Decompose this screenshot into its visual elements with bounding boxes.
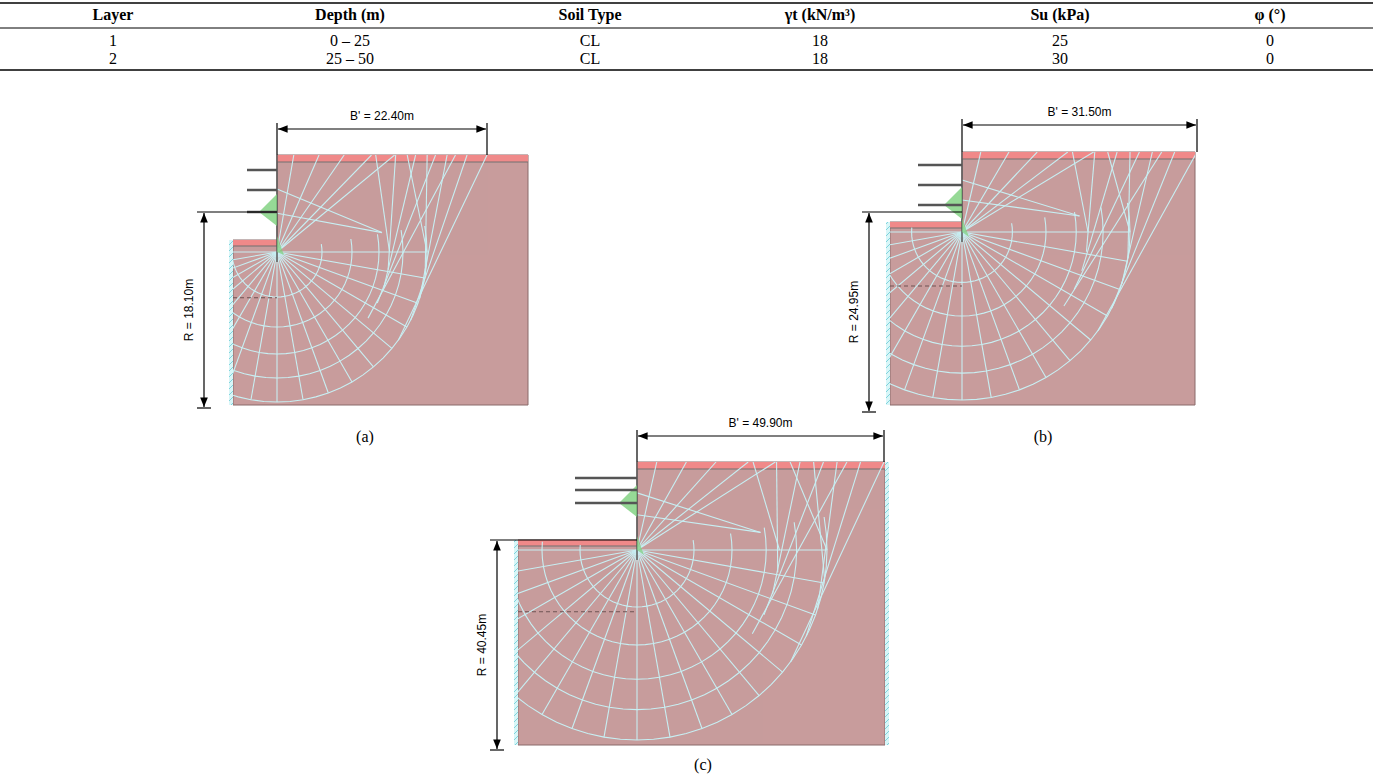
surface-strip	[277, 155, 528, 162]
table-cell: 1	[109, 32, 117, 50]
table-cell: 18	[812, 50, 828, 68]
pressure-diagram	[277, 236, 284, 255]
failure-mechanism	[447, 462, 884, 740]
table-cell: 30	[1052, 50, 1068, 68]
dimension-line	[862, 119, 1197, 412]
table-header: Depth (m)	[315, 6, 385, 24]
strut	[918, 164, 962, 167]
excavation-panel	[794, 119, 1197, 412]
table-cell: CL	[580, 50, 600, 68]
table-header: γt (kN/m³)	[785, 6, 856, 24]
fixed-boundary	[886, 222, 890, 405]
table-cell: 0	[1266, 32, 1274, 50]
table-header: Su (kPa)	[1030, 6, 1089, 24]
dimension-label: B' = 31.50m	[1046, 106, 1114, 120]
fixed-boundary	[229, 240, 233, 405]
fixed-boundary	[885, 462, 889, 745]
dimension-line	[197, 123, 487, 408]
fixed-boundary	[514, 540, 518, 745]
strut	[918, 184, 962, 187]
panel-caption: (b)	[1034, 428, 1053, 446]
dimension-line	[490, 430, 884, 750]
strut	[918, 204, 962, 207]
dimension-label: B' = 22.40m	[348, 110, 416, 124]
table-cell: 18	[812, 32, 828, 50]
soil-body	[233, 155, 528, 405]
dimension-label: B' = 49.90m	[727, 417, 795, 431]
excavation-strip	[890, 222, 962, 228]
strut	[247, 189, 277, 192]
dimension-label: R = 18.10m	[183, 277, 197, 343]
table-cell: 25	[1052, 32, 1068, 50]
dimension-label: R = 40.45m	[476, 612, 490, 678]
strut	[247, 169, 277, 172]
table-cell: 25 – 50	[326, 50, 374, 68]
failure-mechanism	[127, 155, 487, 402]
table-cell: 2	[109, 50, 117, 68]
table-header: φ (°)	[1254, 6, 1285, 24]
table-header: Layer	[93, 6, 134, 24]
table-cell: 0	[1266, 50, 1274, 68]
pressure-diagram	[962, 218, 969, 237]
excavation-strip	[518, 540, 637, 546]
dimension-label: R = 24.95m	[848, 279, 862, 345]
panel-caption: (a)	[356, 428, 374, 446]
strut	[575, 489, 637, 492]
table-cell: 0 – 25	[330, 32, 370, 50]
strut	[575, 477, 637, 480]
table-header: Soil Type	[559, 6, 622, 24]
pressure-diagram	[944, 187, 962, 219]
table-cell: CL	[580, 32, 600, 50]
excavation-strip	[233, 240, 277, 246]
table-rules	[0, 3, 1373, 70]
pressure-diagram	[637, 536, 644, 555]
strut	[575, 502, 637, 505]
pressure-diagram	[259, 194, 277, 226]
failure-mechanism	[794, 152, 1197, 400]
excavation-panel	[127, 123, 528, 408]
excavation-panel	[447, 430, 889, 750]
panel-caption: (c)	[694, 756, 712, 774]
surface-strip	[637, 462, 885, 469]
